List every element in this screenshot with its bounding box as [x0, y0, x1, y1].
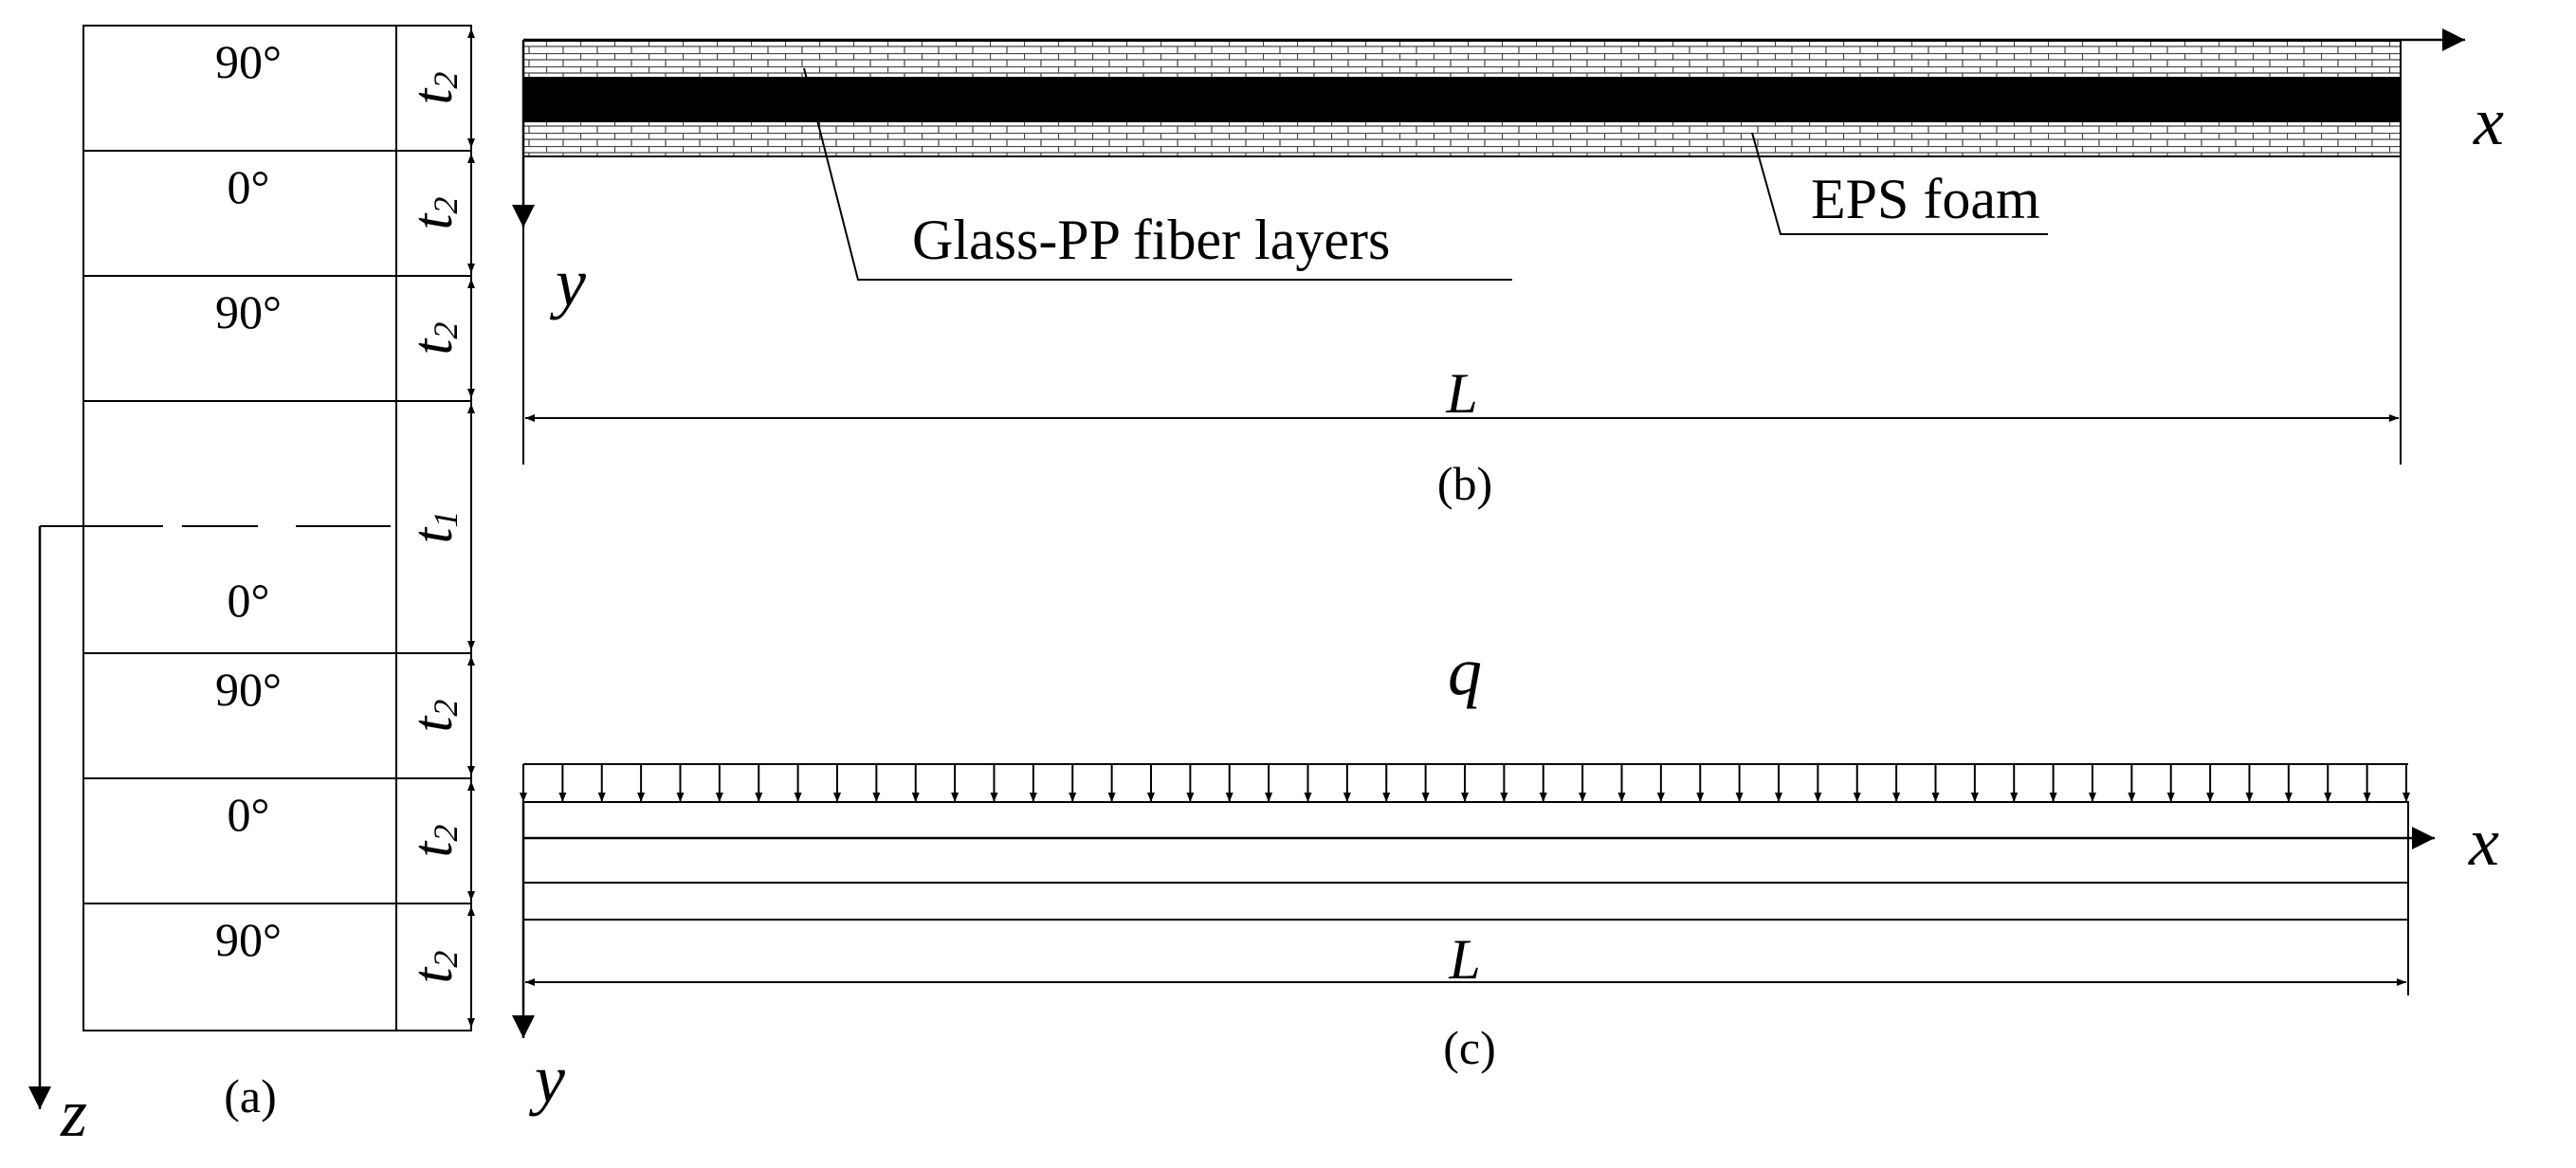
thickness-label: t1	[401, 511, 466, 544]
foam-label: EPS foam	[1811, 168, 2040, 230]
layer-row: 0° t2	[82, 150, 475, 277]
layer-row: 90° t2	[82, 275, 475, 402]
length-label: L	[1448, 928, 1480, 991]
thickness-label: t2	[401, 700, 466, 733]
length-label: L	[1445, 362, 1477, 425]
foam-leader-line	[1751, 132, 2048, 235]
fiber-label: Glass-PP fiber layers	[912, 209, 1390, 271]
eps-foam-core	[523, 77, 2401, 122]
load-label: q	[1448, 633, 1482, 709]
ply-angle-label: 90°	[215, 285, 282, 338]
thickness-label: t2	[401, 197, 466, 230]
panel-c-loaded-beam: q x y L (c)	[512, 633, 2499, 1117]
ply-angle-label: 90°	[215, 35, 282, 88]
thickness-label: t2	[401, 322, 466, 356]
ply-angle-label: 90°	[215, 663, 282, 716]
fiber-leader-line	[803, 67, 1512, 281]
ply-angle-label: 0°	[228, 574, 270, 627]
layer-row: 0° t2	[82, 777, 475, 904]
thickness-label: t2	[401, 951, 466, 984]
panel-a-caption: (a)	[224, 1069, 277, 1122]
y-axis-label: y	[528, 1041, 565, 1117]
thickness-label: t2	[401, 825, 466, 858]
x-axis-label: x	[2468, 804, 2499, 880]
ply-angle-label: 0°	[228, 160, 270, 213]
distributed-load-arrows	[520, 764, 2410, 802]
beam-outline	[522, 801, 2409, 921]
layer-row: 90° t2	[82, 25, 475, 152]
layer-row: 90° t2	[82, 652, 475, 779]
y-axis-label: y	[549, 245, 586, 320]
ply-angle-label: 90°	[215, 913, 282, 966]
x-axis-label: x	[2473, 83, 2504, 159]
panel-b-caption: (b)	[1437, 457, 1492, 510]
panel-a-layup: 90° t2 0° t2 90° t2 0° t1 90° t2 0° t2 90° t2 z (a)	[28, 25, 475, 1151]
z-axis-label: z	[60, 1075, 87, 1151]
panel-b-beam-section: x y Glass-PP fiber layers EPS foam L (b)	[512, 28, 2504, 510]
layer-row: 90° t2	[82, 903, 475, 1031]
thickness-label: t2	[401, 72, 466, 105]
panel-c-caption: (c)	[1443, 1021, 1496, 1074]
ply-angle-label: 0°	[228, 788, 270, 841]
